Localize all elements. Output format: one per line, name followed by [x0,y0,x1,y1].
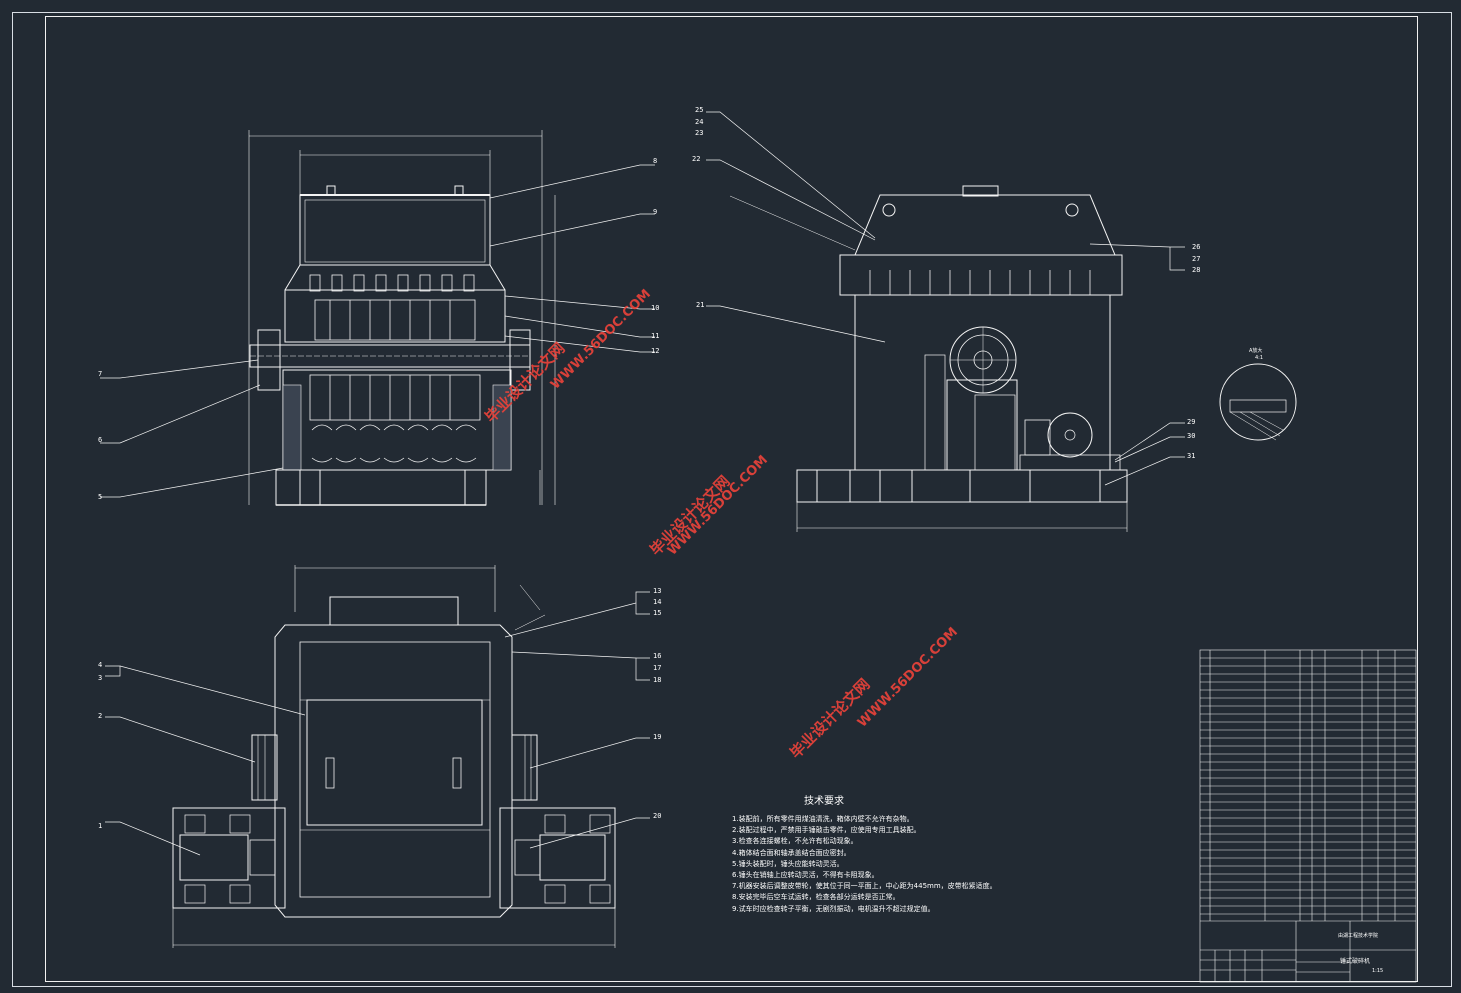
balloon-24: 24 [695,118,704,126]
side-view [706,111,1297,532]
inner-border [45,16,1418,982]
balloon-22: 22 [692,155,701,163]
balloon-26: 26 [1192,243,1201,251]
requirements-list: 1.装配前，所有零件用煤油清洗，箱体内壁不允许有杂物。 2.装配过程中，严禁用手… [732,814,997,915]
balloon-12: 12 [651,347,660,355]
balloon-16: 16 [653,652,662,660]
balloon-19: 19 [653,733,662,741]
balloon-10: 10 [651,304,660,312]
detail-label: A放大 [1249,348,1263,354]
balloon-7: 7 [98,370,103,378]
balloon-1: 1 [98,822,103,830]
requirement-item: 4.箱体结合面和轴承盖结合面应密封。 [732,848,851,857]
title-block-school: 由湖工程技术学院 [1338,933,1379,939]
requirement-item: 5.锤头装配时，锤头应能转动灵活。 [732,859,844,868]
balloon-4: 4 [98,661,103,669]
balloon-8: 8 [653,157,658,165]
requirement-item: 3.检查各连接螺栓，不允许有松动现象。 [732,837,858,846]
balloon-20: 20 [653,812,662,820]
requirement-item: 6.锤头在销轴上应转动灵活，不得有卡阻现象。 [732,871,879,880]
balloon-23: 23 [695,129,704,137]
balloon-3: 3 [98,674,103,682]
balloon-31: 31 [1187,452,1196,460]
balloon-6: 6 [98,436,103,444]
balloon-27: 27 [1192,255,1201,263]
balloon-11: 11 [651,332,660,340]
balloon-5: 5 [98,493,103,501]
requirement-item: 7.机器安装后调整皮带轮，使其位于同一平面上，中心距为445mm，皮带松紧适度。 [732,882,997,891]
balloon-2: 2 [98,712,103,720]
outer-border [12,12,1452,987]
detail-scale: 4:1 [1255,355,1264,361]
requirements-title: 技术要求 [804,796,844,807]
balloon-13: 13 [653,587,662,595]
title-block-scale: 1:15 [1372,968,1384,974]
balloon-15: 15 [653,609,662,617]
requirement-item: 1.装配前，所有零件用煤油清洗，箱体内壁不允许有杂物。 [732,815,914,823]
requirement-item: 2.装配过程中，严禁用手锤敲击零件，应使用专用工具装配。 [732,826,921,835]
balloon-21: 21 [696,301,705,309]
requirement-item: 8.安装完毕后空车试运转，检查各部分运转是否正常。 [732,893,900,902]
title-block-drawing-name: 锤式破碎机 [1340,958,1371,965]
balloon-28: 28 [1192,266,1201,274]
balloon-29: 29 [1187,418,1196,426]
balloon-30: 30 [1187,432,1196,440]
balloon-17: 17 [653,664,662,672]
balloon-9: 9 [653,208,658,216]
top-view [105,565,650,948]
balloon-18: 18 [653,676,662,684]
front-section-view [100,130,655,506]
balloon-14: 14 [653,598,662,606]
title-block-lines [1199,649,1417,983]
balloon-25: 25 [695,106,704,114]
requirement-item: 9.试车时应检查转子平衡，无剧烈振动，电机温升不超过规定值。 [732,904,935,913]
